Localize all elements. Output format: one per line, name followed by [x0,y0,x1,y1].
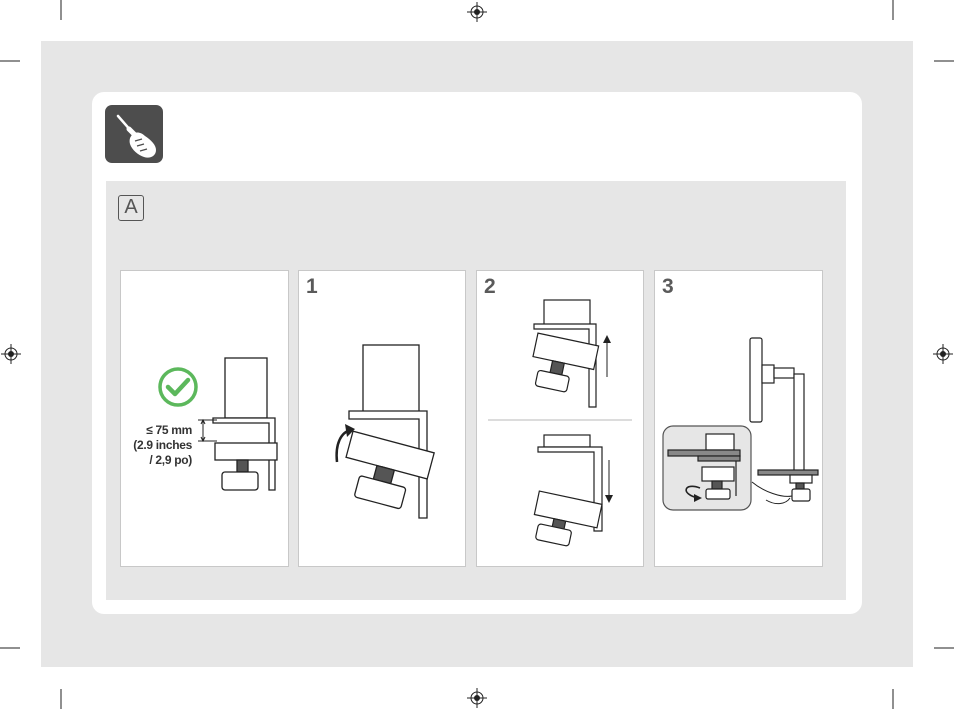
step-number: 3 [662,275,674,299]
monitor-mount-illustration [654,330,823,560]
clamp-adjust-illustration [476,295,644,555]
screwdriver-hand-icon [105,105,163,163]
tool-badge [105,105,163,163]
step-number: 1 [306,275,318,299]
clamp-attach-illustration [325,340,455,520]
registration-mark-icon [467,2,487,22]
clamp-illustration [195,355,295,505]
spec-line-3: / 2,9 po) [120,453,192,468]
spec-line-1: ≤ 75 mm [120,423,192,438]
registration-mark-icon [933,344,953,364]
thickness-spec: ≤ 75 mm (2.9 inches / 2,9 po) [120,423,192,468]
registration-mark-icon [1,344,21,364]
checkmark-circle-icon [157,366,199,408]
section-letter: A [118,195,144,221]
registration-mark-icon [467,688,487,708]
spec-line-2: (2.9 inches [120,438,192,453]
